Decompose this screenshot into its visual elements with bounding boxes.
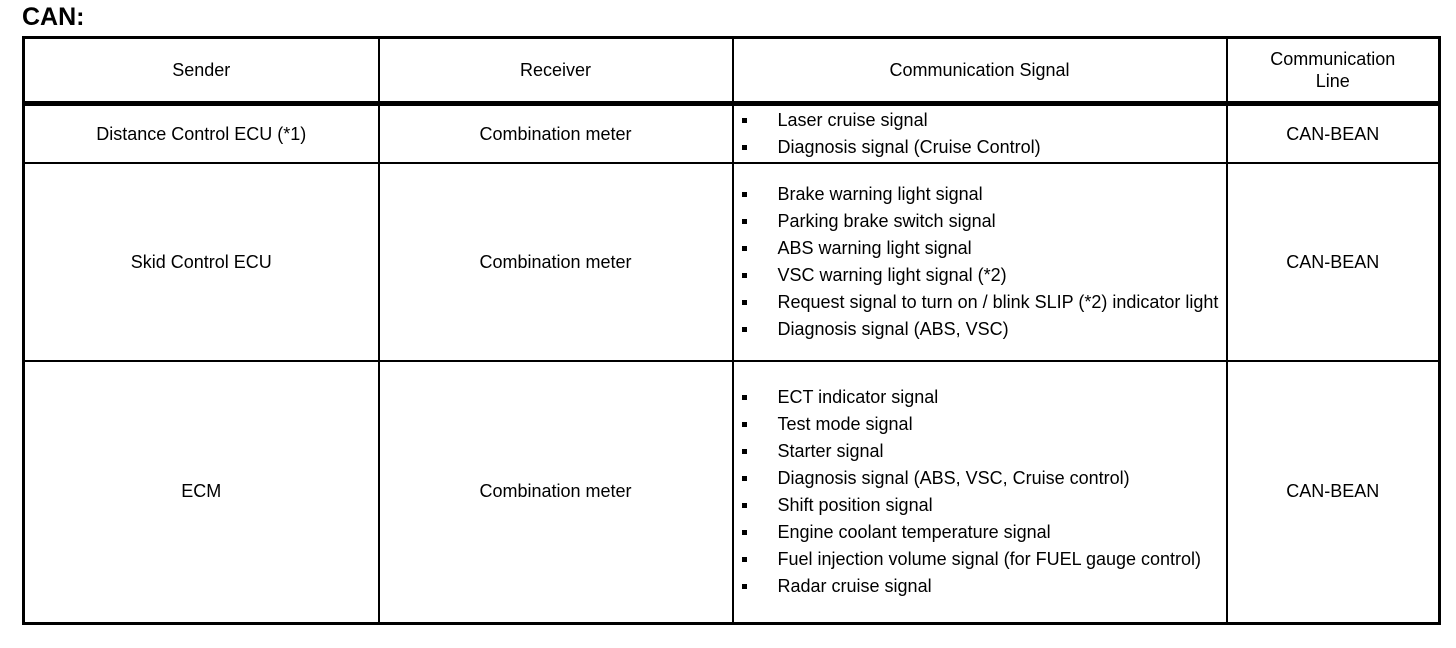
list-item: Brake warning light signal bbox=[734, 181, 1226, 208]
column-header-sender: Sender bbox=[22, 36, 380, 104]
table-header: Sender Receiver Communication Signal Com… bbox=[22, 36, 1441, 105]
cell-communication-line: CAN-BEAN bbox=[1225, 104, 1441, 164]
table-row: Skid Control ECU Combination meter Brake… bbox=[22, 162, 1441, 362]
signal-list: Brake warning light signal Parking brake… bbox=[734, 181, 1226, 343]
list-item: Diagnosis signal (ABS, VSC, Cruise contr… bbox=[734, 465, 1226, 492]
cell-sender: Distance Control ECU (*1) bbox=[22, 104, 380, 164]
list-item: ECT indicator signal bbox=[734, 384, 1226, 411]
can-signal-table: Sender Receiver Communication Signal Com… bbox=[22, 36, 1441, 625]
cell-sender: Skid Control ECU bbox=[22, 162, 380, 362]
list-item: Request signal to turn on / blink SLIP (… bbox=[734, 289, 1226, 316]
list-item: Engine coolant temperature signal bbox=[734, 519, 1226, 546]
header-rule-cell bbox=[1225, 101, 1441, 105]
table-header-row: Sender Receiver Communication Signal Com… bbox=[22, 36, 1441, 104]
list-item: Laser cruise signal bbox=[734, 107, 1226, 134]
list-item: Parking brake switch signal bbox=[734, 208, 1226, 235]
column-header-communication-line-line1: Communication bbox=[1270, 49, 1396, 69]
cell-communication-signal: Laser cruise signal Diagnosis signal (Cr… bbox=[731, 104, 1228, 164]
column-header-communication-signal: Communication Signal bbox=[731, 36, 1228, 104]
signal-list: ECT indicator signal Test mode signal St… bbox=[734, 384, 1226, 600]
cell-sender: ECM bbox=[22, 360, 380, 624]
list-item: Diagnosis signal (ABS, VSC) bbox=[734, 316, 1226, 343]
table-body: Distance Control ECU (*1) Combination me… bbox=[22, 104, 1441, 624]
can-signal-table-container: Sender Receiver Communication Signal Com… bbox=[22, 36, 1441, 625]
cell-communication-signal: ECT indicator signal Test mode signal St… bbox=[731, 360, 1228, 624]
table-row: Distance Control ECU (*1) Combination me… bbox=[22, 104, 1441, 164]
table-row: ECM Combination meter ECT indicator sign… bbox=[22, 360, 1441, 624]
cell-receiver: Combination meter bbox=[377, 360, 734, 624]
header-double-rule bbox=[22, 101, 1441, 105]
list-item: VSC warning light signal (*2) bbox=[734, 262, 1226, 289]
cell-receiver: Combination meter bbox=[377, 162, 734, 362]
list-item: ABS warning light signal bbox=[734, 235, 1226, 262]
list-item: Test mode signal bbox=[734, 411, 1226, 438]
signal-list: Laser cruise signal Diagnosis signal (Cr… bbox=[734, 107, 1226, 161]
page-title: CAN: bbox=[22, 3, 85, 31]
cell-communication-line: CAN-BEAN bbox=[1225, 360, 1441, 624]
list-item: Diagnosis signal (Cruise Control) bbox=[734, 134, 1226, 161]
list-item: Starter signal bbox=[734, 438, 1226, 465]
column-header-receiver: Receiver bbox=[377, 36, 734, 104]
cell-communication-line: CAN-BEAN bbox=[1225, 162, 1441, 362]
list-item: Fuel injection volume signal (for FUEL g… bbox=[734, 546, 1226, 573]
header-rule-cell bbox=[377, 101, 734, 105]
column-header-communication-line: Communication Line bbox=[1225, 36, 1441, 104]
header-rule-cell bbox=[22, 101, 380, 105]
cell-communication-signal: Brake warning light signal Parking brake… bbox=[731, 162, 1228, 362]
list-item: Shift position signal bbox=[734, 492, 1226, 519]
list-item: Radar cruise signal bbox=[734, 573, 1226, 600]
cell-receiver: Combination meter bbox=[377, 104, 734, 164]
column-header-communication-line-line2: Line bbox=[1315, 71, 1350, 91]
header-rule-cell bbox=[731, 101, 1228, 105]
